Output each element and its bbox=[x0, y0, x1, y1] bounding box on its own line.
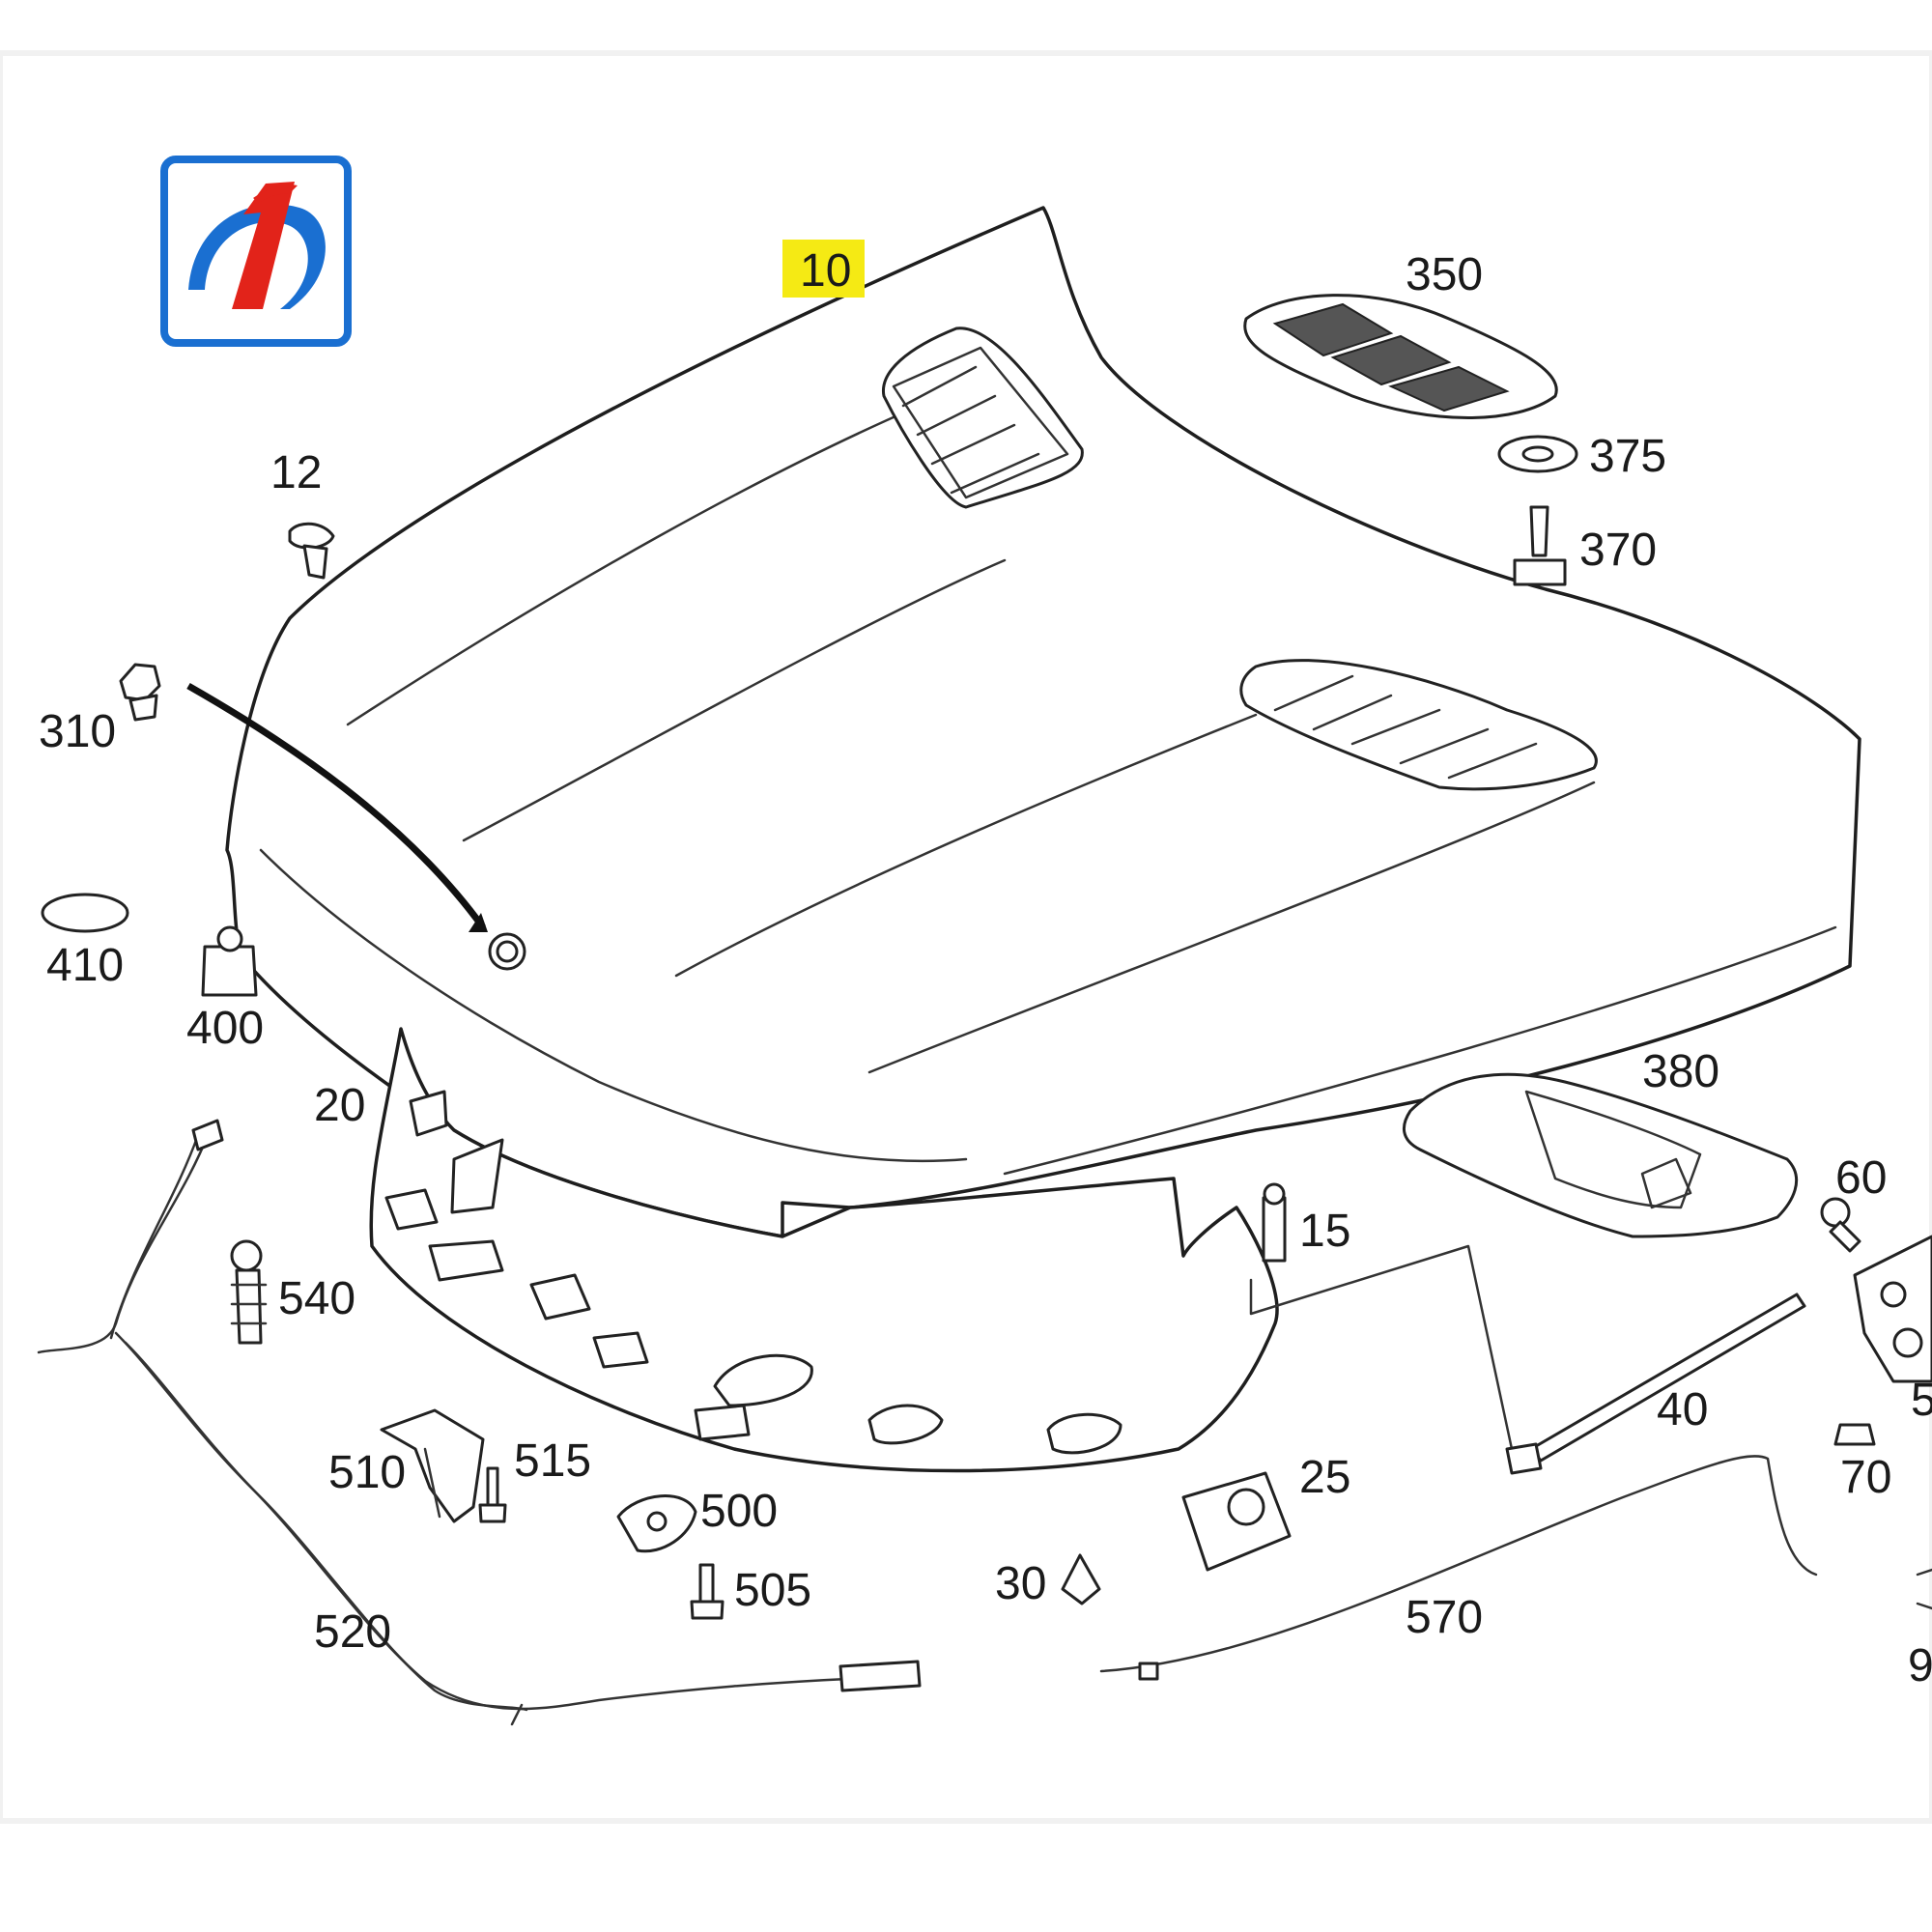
label-505: 505 bbox=[734, 1565, 811, 1616]
label-520: 520 bbox=[314, 1606, 391, 1658]
part-370-screw bbox=[1513, 505, 1567, 586]
label-60: 60 bbox=[1835, 1152, 1887, 1204]
hood-vent-front bbox=[881, 327, 1084, 509]
part-510-bracket bbox=[380, 1408, 485, 1523]
label-25: 25 bbox=[1299, 1452, 1350, 1503]
brand-logo bbox=[160, 156, 352, 347]
part-505-bolt bbox=[690, 1563, 724, 1620]
label-400: 400 bbox=[186, 1003, 264, 1054]
part-25-buffer-block bbox=[1181, 1471, 1292, 1572]
part-380-latch-plate bbox=[1402, 1072, 1799, 1238]
part-375-washer bbox=[1497, 435, 1578, 473]
label-70: 70 bbox=[1840, 1452, 1891, 1503]
label-10: 10 bbox=[800, 245, 851, 297]
arrow-310-to-hood bbox=[186, 682, 526, 971]
part-400-buffer bbox=[201, 925, 258, 997]
part-500-catch bbox=[616, 1494, 697, 1553]
label-510: 510 bbox=[328, 1447, 406, 1498]
part-30-clip bbox=[1061, 1553, 1101, 1605]
part-515-screw bbox=[478, 1466, 507, 1523]
hood-underside-features bbox=[384, 1090, 1122, 1455]
part-9x-partial bbox=[1916, 1568, 1932, 1610]
part-410-oring bbox=[41, 893, 129, 933]
part-60-bolt bbox=[1820, 1197, 1861, 1253]
label-540: 540 bbox=[278, 1273, 355, 1324]
label-515: 515 bbox=[514, 1435, 591, 1487]
part-70-grommet bbox=[1833, 1423, 1876, 1446]
label-310: 310 bbox=[39, 706, 116, 757]
part-540-adjust-bumper bbox=[230, 1239, 268, 1345]
label-30: 30 bbox=[995, 1558, 1046, 1609]
label-5-partial: 5 bbox=[1911, 1375, 1932, 1426]
label-410: 410 bbox=[46, 940, 124, 991]
part-350-vent-grille bbox=[1243, 294, 1558, 419]
label-380: 380 bbox=[1642, 1046, 1719, 1097]
label-570: 570 bbox=[1406, 1592, 1483, 1643]
label-350: 350 bbox=[1406, 249, 1483, 300]
part-15-clip bbox=[1262, 1182, 1287, 1263]
part-310-stopper bbox=[119, 663, 161, 722]
highlight-10 bbox=[782, 240, 865, 298]
hood-vent-rear bbox=[1239, 659, 1598, 791]
part-5x-hinge-partial bbox=[1853, 1235, 1932, 1383]
label-500: 500 bbox=[700, 1486, 778, 1537]
label-9-partial: 9 bbox=[1908, 1640, 1932, 1691]
label-375: 375 bbox=[1589, 431, 1666, 482]
label-370: 370 bbox=[1579, 525, 1657, 576]
part-40-gas-strut bbox=[1505, 1293, 1806, 1475]
label-15: 15 bbox=[1299, 1206, 1350, 1257]
part-12-bumper bbox=[288, 522, 335, 580]
callout-line-15-40 bbox=[1249, 1244, 1514, 1451]
label-12: 12 bbox=[270, 447, 322, 498]
part-570-release-cable bbox=[1099, 1455, 1818, 1681]
part-520-wiring-harness bbox=[37, 1119, 922, 1726]
label-20: 20 bbox=[314, 1080, 365, 1131]
label-40: 40 bbox=[1657, 1384, 1708, 1435]
hood-panel bbox=[225, 206, 1861, 1473]
